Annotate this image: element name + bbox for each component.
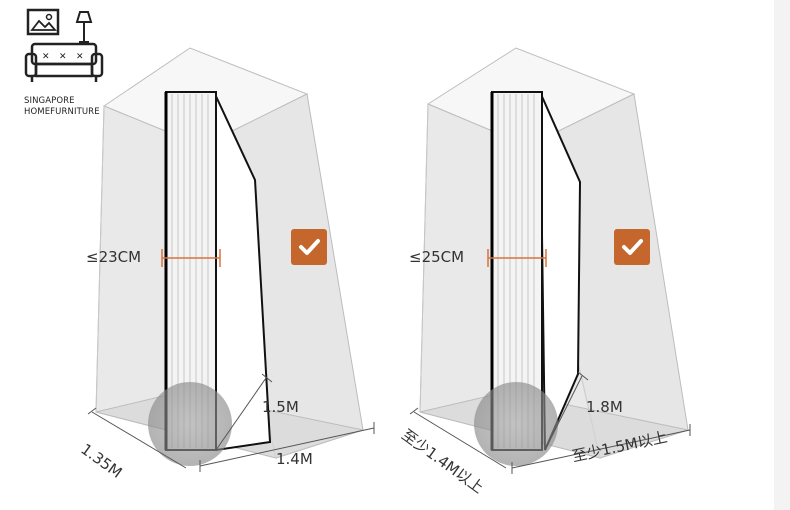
checkmark-icon: [622, 239, 643, 255]
brand-line-1: SINGAPORE: [24, 96, 75, 106]
page-edge-strip: [774, 0, 790, 510]
left-thickness-dimension: [161, 249, 221, 267]
right-thickness-label: ≤25CM: [409, 248, 465, 266]
right-checkmark-badge: [614, 229, 650, 265]
right-width-dimension: [511, 424, 691, 474]
svg-text:✕: ✕: [42, 52, 50, 62]
brand-name: SINGAPORE HOMEFURNITURE: [24, 96, 100, 118]
right-magnifier-lens: [474, 382, 558, 466]
brand-line-2: HOMEFURNITURE: [24, 107, 100, 117]
left-width-label: 1.4M: [276, 450, 313, 468]
left-mattress: [164, 91, 272, 452]
left-checkmark-badge: [291, 229, 327, 265]
right-thickness-dimension: [487, 249, 547, 267]
sofa-with-picture-and-lamp-icon: ✕ ✕ ✕: [24, 8, 104, 82]
left-depth-dimension: [87, 407, 187, 469]
left-width-dimension: [199, 422, 375, 472]
brand-logo: ✕ ✕ ✕ SINGAPORE HOMEFURNITURE: [20, 8, 130, 120]
left-thickness-label: ≤23CM: [86, 248, 142, 266]
svg-text:✕: ✕: [59, 52, 67, 62]
svg-text:✕: ✕: [76, 52, 84, 62]
right-height-dimension: [544, 371, 589, 451]
left-height-label: 1.5M: [262, 398, 299, 416]
left-height-dimension: [215, 373, 273, 451]
left-magnifier-lens: [148, 382, 232, 466]
checkmark-icon: [299, 239, 320, 255]
right-depth-dimension: [409, 407, 507, 469]
right-height-label: 1.8M: [586, 398, 623, 416]
